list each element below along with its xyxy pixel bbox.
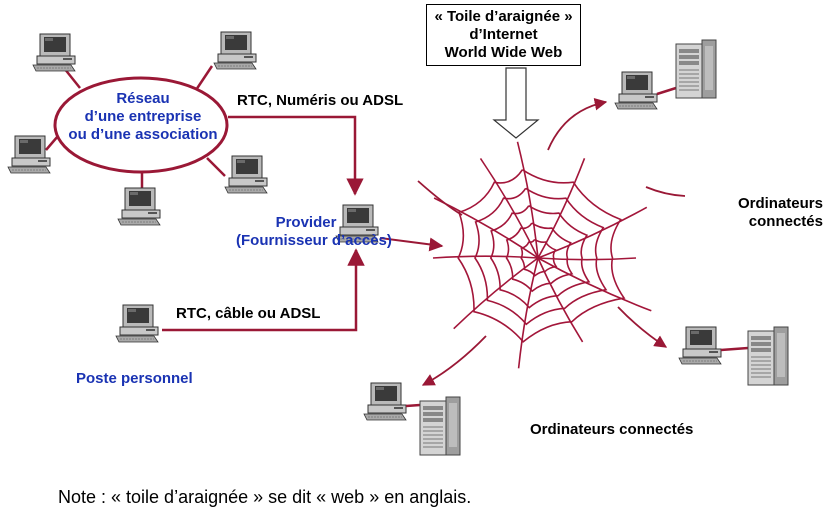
network-pc-icon-1 (32, 33, 76, 72)
web-ring (474, 187, 608, 326)
link-label-rtc-cable: RTC, câble ou ADSL (176, 305, 321, 322)
web-spoke (537, 158, 586, 259)
connected-server-icon-top (675, 39, 717, 99)
network-label-line-1: Réseau (116, 90, 170, 107)
poste-provider-link (162, 248, 365, 332)
web-box-line-3: World Wide Web (444, 44, 563, 61)
web-spoke (432, 255, 539, 259)
poste-pc-icon (115, 304, 159, 343)
network-label-line-3: ou d’une association (68, 126, 218, 143)
provider-label-line-1: Provider (275, 214, 337, 231)
web-box-line-2: d’Internet (469, 26, 538, 43)
spider-web (432, 141, 652, 369)
network-pc-icon-4 (224, 155, 268, 194)
web-spoke (516, 141, 539, 259)
web-spoke (517, 257, 539, 369)
connected-label-right: Ordinateurs connectés (713, 195, 823, 231)
connected-pc-icon-right (678, 326, 722, 365)
network-pc-icon-5 (117, 187, 161, 226)
web-spoke (537, 257, 637, 261)
web-ring (505, 222, 574, 293)
provider-label: Provider (Fournisseur d’accès) (236, 214, 392, 250)
network-label-line-2: d’une entreprise (84, 108, 202, 125)
web-ring (457, 169, 626, 343)
footnote: Note : « toile d’araignée » se dit « web… (58, 487, 472, 507)
network-provider-link (228, 115, 364, 196)
web-threads (417, 97, 686, 386)
provider-label-line-2: (Fournisseur d’accès) (236, 232, 392, 249)
connected-right-line-1: Ordinateurs (737, 195, 823, 212)
connected-server-icon-right (747, 326, 789, 386)
web-spoke (453, 257, 539, 330)
provider-web-link (379, 237, 444, 252)
connected-right-line-2: connectés (748, 213, 823, 230)
link-label-rtc-numeris: RTC, Numéris ou ADSL (237, 92, 404, 109)
connected-pc-icon-bottom (363, 382, 407, 421)
connected-label-bottom: Ordinateurs connectés (530, 421, 694, 438)
web-box-line-1: « Toile d’araignée » (434, 8, 573, 25)
web-box: « Toile d’araignée » d’Internet World Wi… (426, 4, 581, 66)
web-spoke (537, 257, 652, 312)
connected-pc-icon-top (614, 71, 658, 110)
web-spoke (537, 206, 648, 259)
web-ring (520, 238, 558, 277)
web-spoke (479, 157, 539, 259)
network-label: Réseau d’une entreprise ou d’une associa… (58, 90, 228, 144)
web-ring (489, 205, 591, 309)
web-spoke (537, 257, 584, 343)
network-pc-icon-2 (213, 31, 257, 70)
connected-server-icon-bottom (419, 396, 461, 456)
web-box-arrow (492, 67, 540, 139)
network-pc-icon-3 (7, 135, 51, 174)
poste-label: Poste personnel (76, 370, 193, 387)
